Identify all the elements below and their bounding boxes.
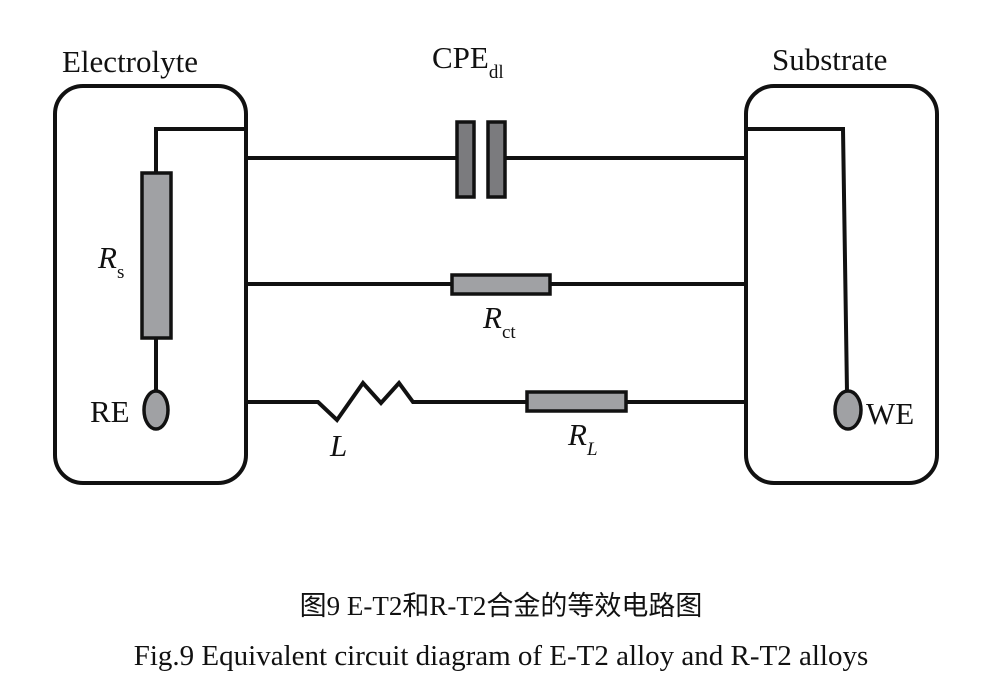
caption-chinese: 图9 E-T2和R-T2合金的等效电路图 xyxy=(299,591,703,621)
capacitor-plate-left xyxy=(455,120,476,199)
rct-label: Rct xyxy=(482,300,516,343)
resistor-rs xyxy=(140,171,173,340)
rs-label: Rs xyxy=(97,240,124,283)
cpe-label: CPEdl xyxy=(432,40,504,83)
caption-english: Fig.9 Equivalent circuit diagram of E-T2… xyxy=(133,640,869,672)
resistor-rct xyxy=(450,273,552,296)
we-wire xyxy=(746,127,849,393)
rl-label: RL xyxy=(567,417,598,460)
resistor-rl xyxy=(525,390,628,413)
l-label: L xyxy=(329,428,347,463)
substrate-label: Substrate xyxy=(772,42,887,77)
working-electrode xyxy=(833,389,863,431)
electrolyte-label: Electrolyte xyxy=(62,44,198,79)
reference-electrode xyxy=(142,389,170,431)
inductor-l xyxy=(246,379,527,424)
we-label: WE xyxy=(866,396,914,431)
capacitor-plate-right xyxy=(486,120,507,199)
re-label: RE xyxy=(90,394,130,429)
rs-top-wire xyxy=(154,127,246,173)
